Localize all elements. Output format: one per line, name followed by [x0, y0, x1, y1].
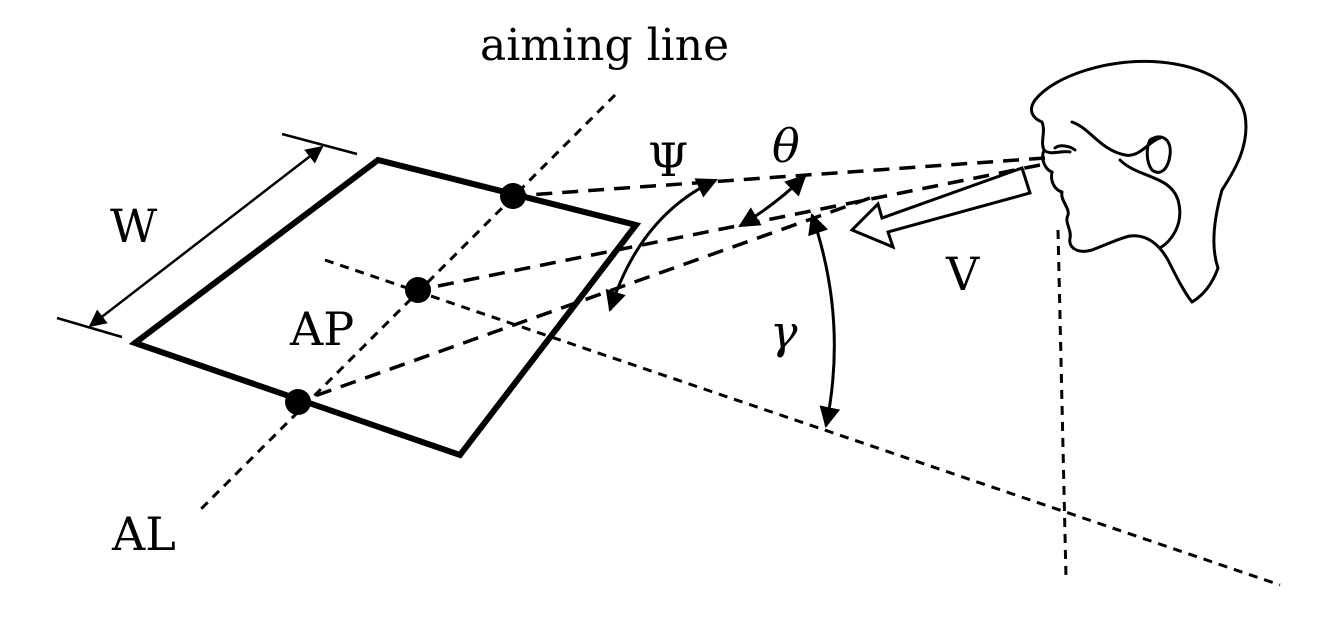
psi-label: Ψ [648, 133, 688, 187]
aiming-point-top [500, 183, 526, 209]
gamma-label: γ [770, 305, 798, 359]
aiming-point-label: AP [289, 302, 354, 356]
vertical-line [1056, 229, 1068, 579]
view-vector-arrow [849, 166, 1032, 250]
viewer-head [1030, 59, 1248, 304]
gamma-angle-arc [808, 213, 841, 429]
aiming-point-center [405, 277, 431, 303]
sight-ray-bottom [297, 196, 871, 404]
width-extension-bottom [56, 316, 123, 339]
ground-line [324, 258, 1281, 587]
sight-ray-mid [417, 163, 1041, 292]
width-label: W [110, 199, 158, 253]
theta-label: θ [772, 119, 800, 173]
aiming-line [196, 93, 617, 514]
width-dimension-arrow [88, 145, 324, 328]
view-vector-label: V [945, 247, 980, 301]
aiming-line-abbrev-label: AL [111, 507, 176, 561]
width-extension-top [281, 132, 358, 156]
theta-angle-arc [738, 174, 807, 228]
psi-angle-arc [605, 178, 718, 313]
aiming-line-label: aiming line [480, 20, 729, 71]
aiming-point-bottom [285, 389, 311, 415]
